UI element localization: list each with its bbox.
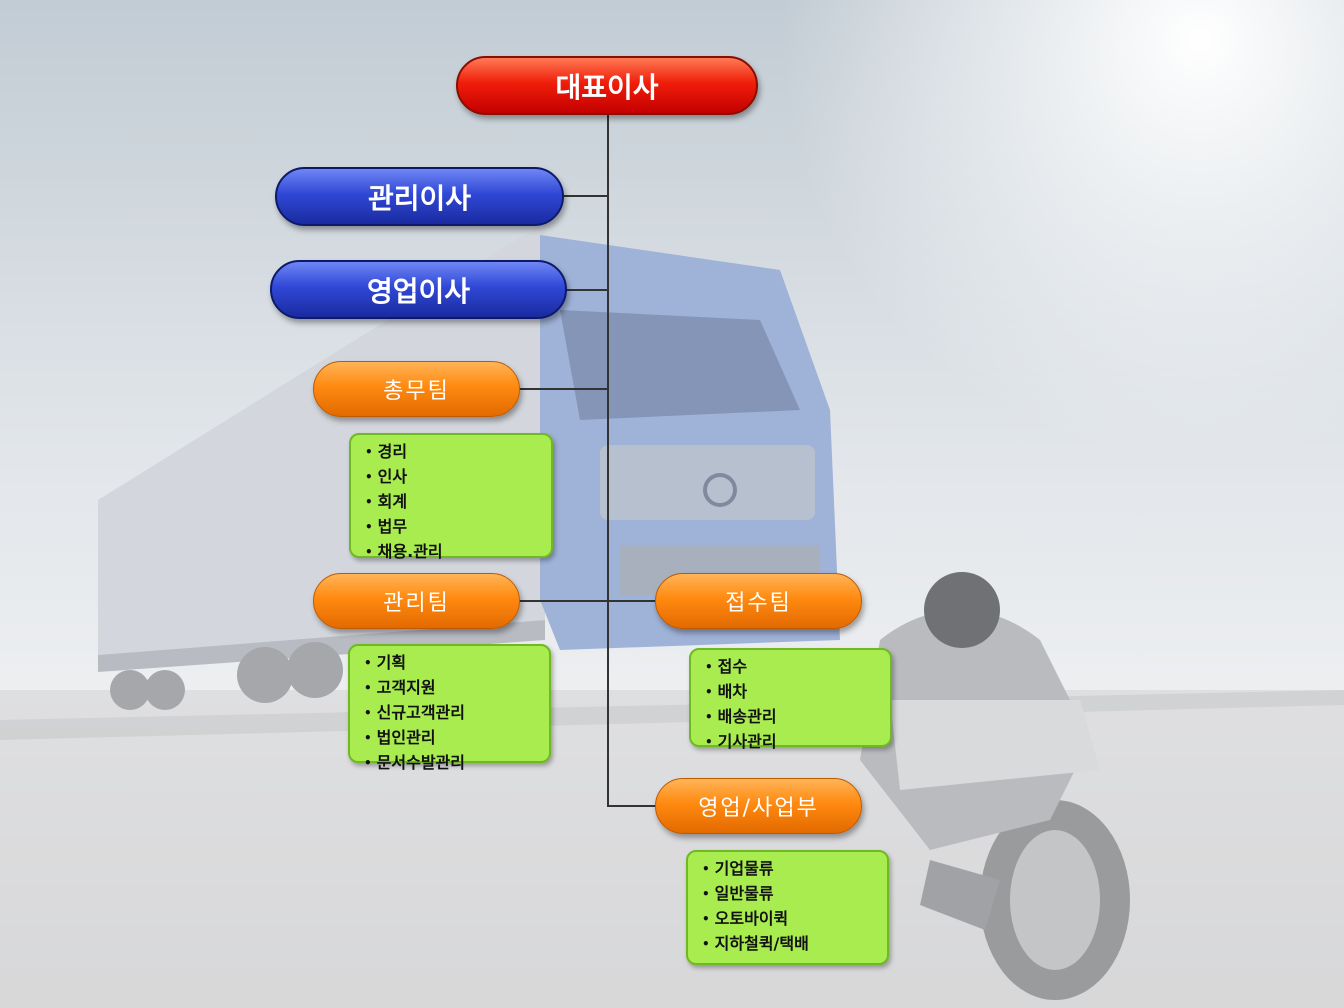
sales-division-node: 영업/사업부: [655, 778, 862, 834]
duty-item: 기획: [364, 651, 539, 676]
duty-item: 신규고객관리: [364, 701, 539, 726]
duty-item: 접수: [705, 655, 880, 680]
duty-item: 법인관리: [364, 726, 539, 751]
duty-item: 배차: [705, 680, 880, 705]
duty-item: 기업물류: [702, 857, 877, 882]
management-duties: 기획 고객지원 신규고객관리 법인관리 문서수발관리: [348, 644, 551, 772]
reception-duties: 접수 배차 배송관리 기사관리: [689, 648, 892, 751]
main-vertical-connector: [607, 113, 609, 807]
connector-general-affairs: [518, 388, 608, 390]
ceo-node: 대표이사: [456, 56, 758, 115]
management-team-node: 관리팀: [313, 573, 520, 629]
duty-item: 회계: [365, 490, 541, 515]
connector-management-director: [562, 195, 608, 197]
duty-item: 법무: [365, 515, 541, 540]
duty-item: 인사: [365, 465, 541, 490]
duty-item: 기사관리: [705, 730, 880, 755]
general-affairs-duties: 경리 인사 회계 법무 채용.관리: [349, 433, 553, 561]
management-director-node: 관리이사: [275, 167, 564, 226]
duty-item: 경리: [365, 440, 541, 465]
connector-sales-director: [565, 289, 608, 291]
duty-item: 오토바이퀵: [702, 907, 877, 932]
general-affairs-team-node: 총무팀: [313, 361, 520, 417]
duty-item: 채용.관리: [365, 540, 541, 565]
duty-item: 배송관리: [705, 705, 880, 730]
duty-item: 일반물류: [702, 882, 877, 907]
duty-item: 고객지원: [364, 676, 539, 701]
connector-reception-team: [608, 600, 656, 602]
sales-duties: 기업물류 일반물류 오토바이퀵 지하철퀵/택배: [686, 850, 889, 965]
connector-sales-division: [608, 805, 656, 807]
sales-director-node: 영업이사: [270, 260, 567, 319]
duty-item: 문서수발관리: [364, 751, 539, 776]
reception-team-node: 접수팀: [655, 573, 862, 629]
duty-item: 지하철퀵/택배: [702, 932, 877, 957]
connector-management-team: [518, 600, 608, 602]
